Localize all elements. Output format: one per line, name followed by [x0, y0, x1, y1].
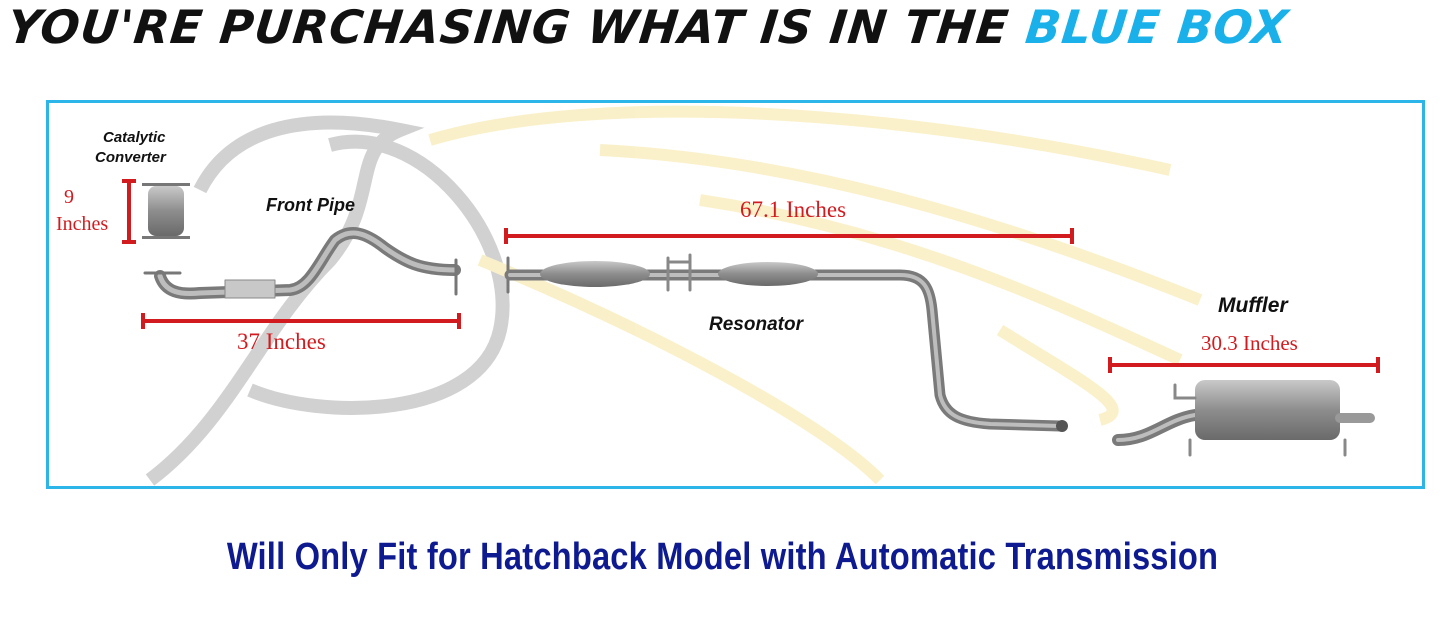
horse-watermark: [145, 105, 1203, 486]
fitment-note: Will Only Fit for Hatchback Model with A…: [226, 536, 1219, 578]
resonator-dimension-line: [504, 228, 1074, 244]
resonator-pipe-image: [504, 253, 1068, 432]
product-box: [46, 100, 1425, 489]
resonator-label: Resonator: [709, 314, 803, 335]
cat-dimension-unit: Inches: [56, 213, 109, 235]
muffler-image: [1112, 380, 1375, 457]
cat-dimension-value: 9: [64, 186, 74, 208]
catalytic-converter-label-1: Catalytic: [103, 129, 166, 146]
front-pipe-label: Front Pipe: [266, 195, 355, 215]
catalytic-converter-image: [142, 183, 190, 239]
front-pipe-dimension: 37 Inches: [237, 329, 326, 354]
muffler-dimension: 30.3 Inches: [1201, 331, 1298, 355]
front-pipe-image: [143, 227, 461, 300]
cat-dimension-line: [122, 179, 136, 244]
dimension-lines: [122, 179, 1380, 373]
muffler-dimension-line: [1108, 357, 1380, 373]
front-pipe-dimension-line: [141, 313, 461, 329]
muffler-label: Muffler: [1218, 294, 1288, 317]
resonator-dimension: 67.1 Inches: [740, 197, 847, 222]
catalytic-converter-label-2: Converter: [95, 149, 166, 166]
